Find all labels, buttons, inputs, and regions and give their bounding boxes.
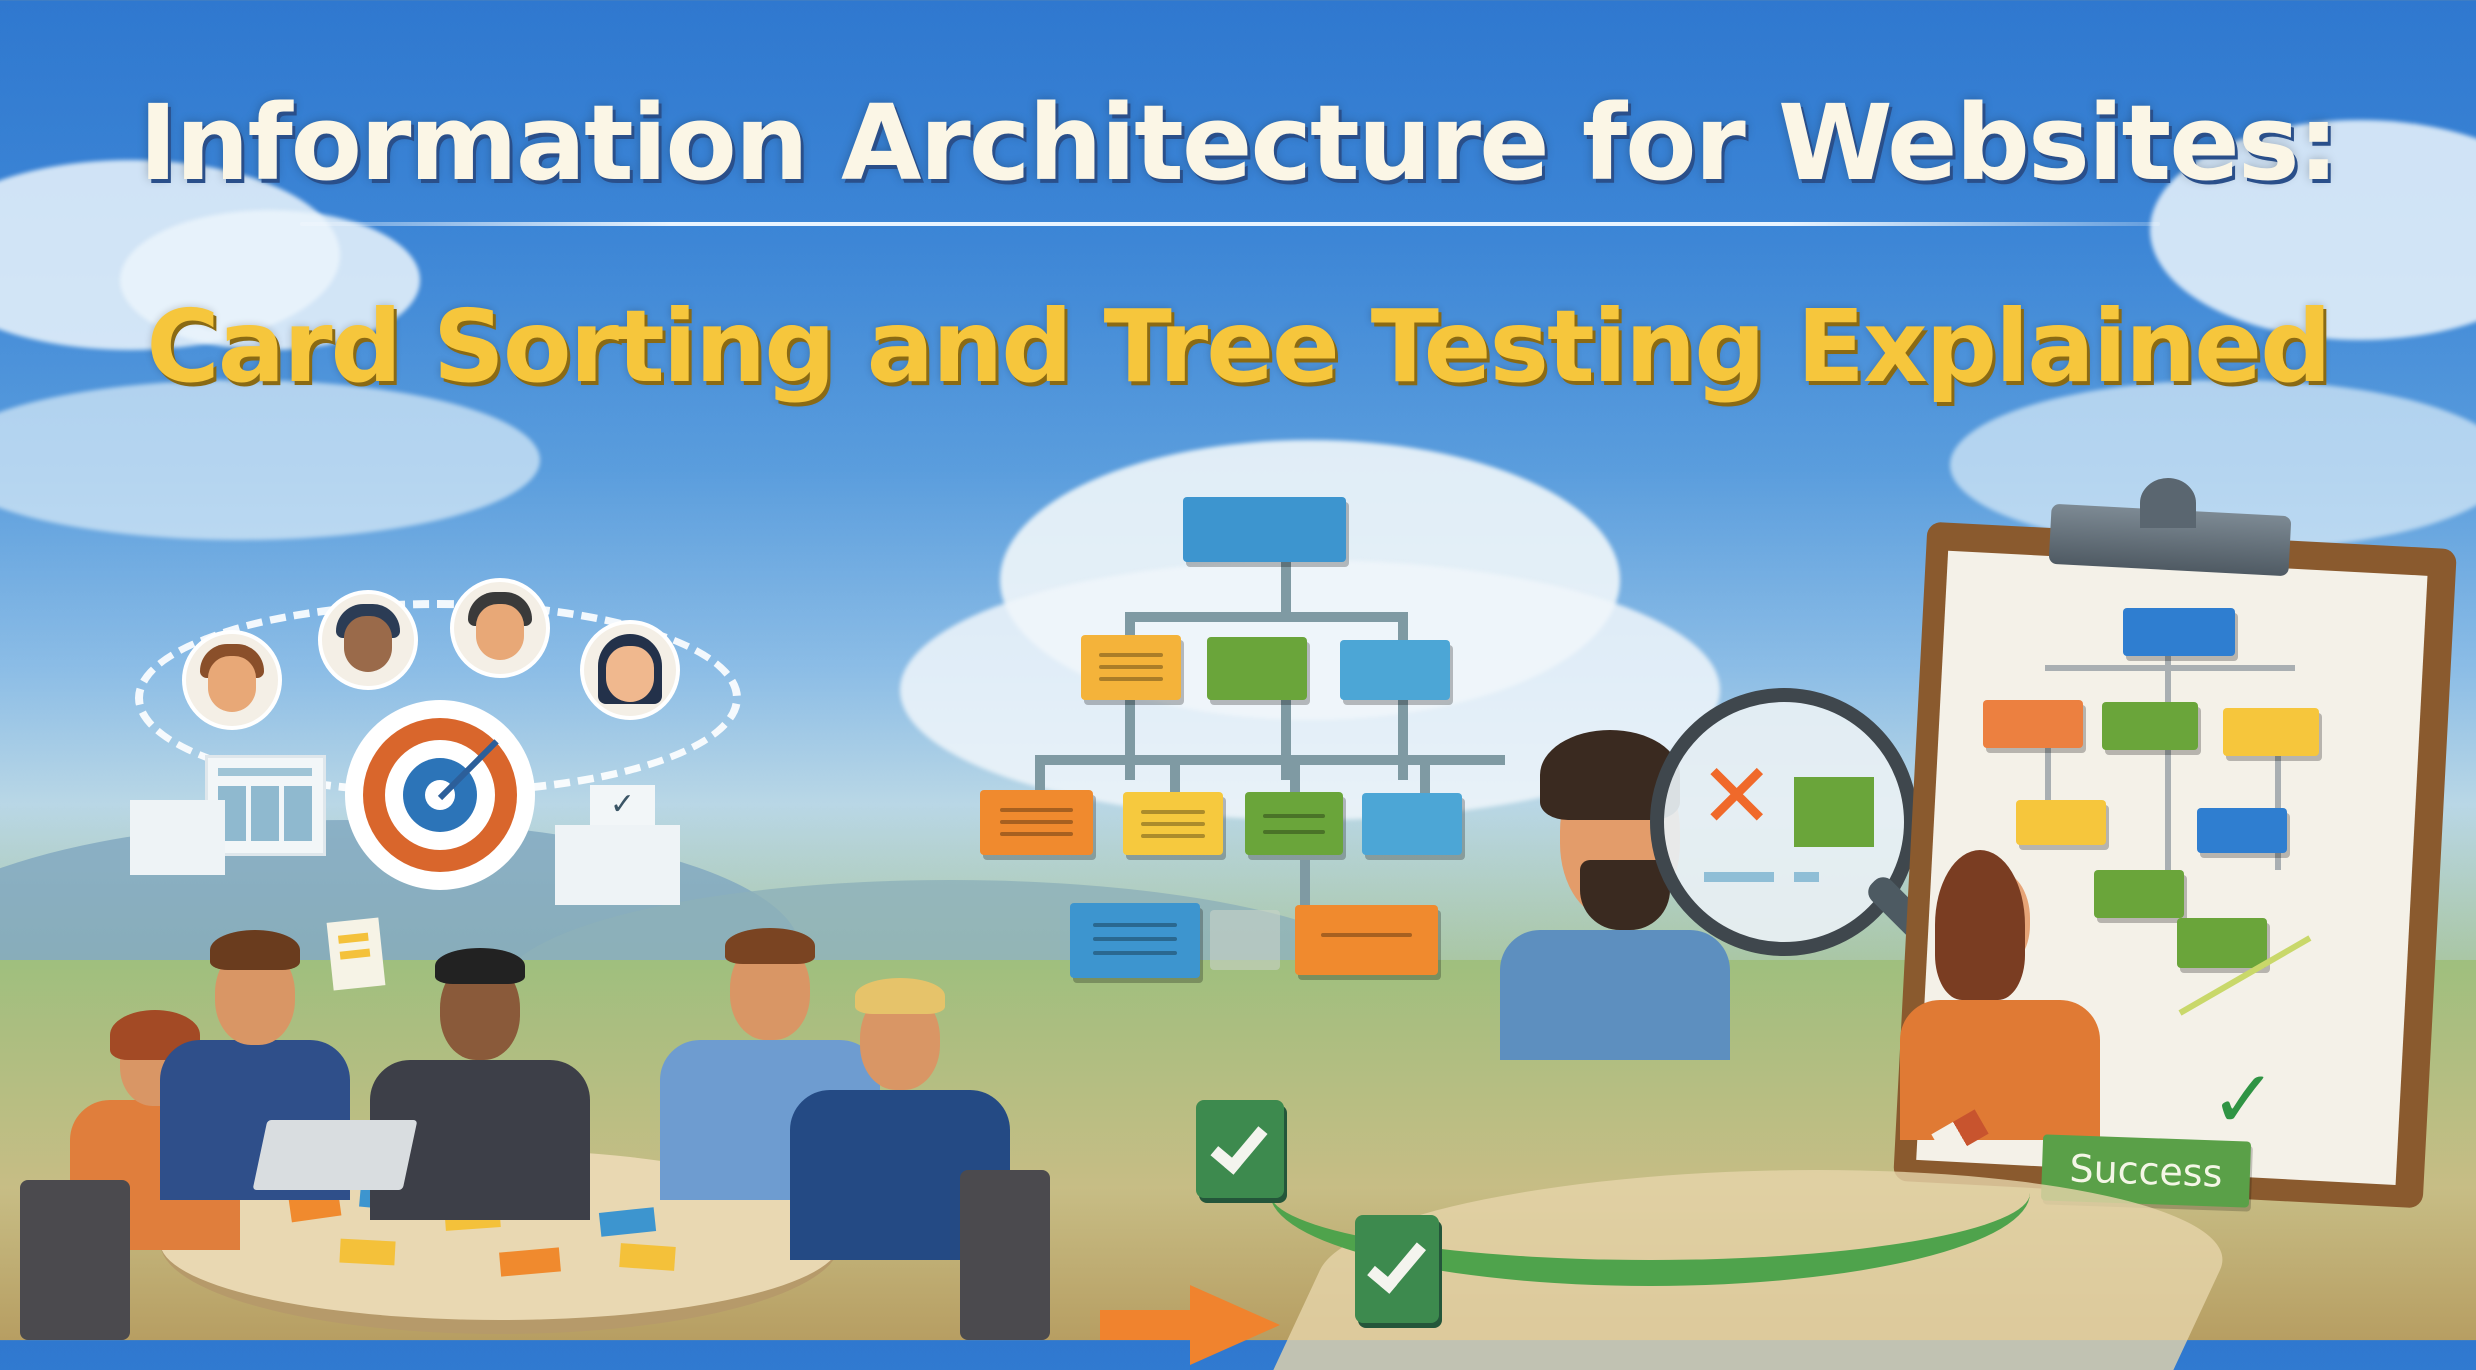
avatar-bearded-man-dark (318, 590, 418, 690)
clipboard-node (2177, 918, 2267, 968)
cloud (0, 380, 540, 540)
tree-connector (1398, 612, 1408, 657)
clipboard-connector (2045, 740, 2051, 820)
avatar-man (450, 578, 550, 678)
clipboard-node (2016, 800, 2106, 845)
person-woman-pointing (1890, 830, 2150, 1140)
title-underline (300, 222, 2160, 226)
avatar-bearded-man (182, 630, 282, 730)
tree-connector (1125, 700, 1135, 780)
sorting-card (619, 1243, 676, 1271)
check-icon (1355, 1215, 1439, 1323)
tree-node (1340, 640, 1450, 700)
clipboard-connector (2045, 665, 2295, 671)
clipboard-node-root (2123, 608, 2235, 656)
tree-node (1081, 635, 1181, 700)
tree-node-placeholder (1210, 910, 1280, 970)
clipboard-node (2197, 808, 2287, 853)
tree-connector (1035, 755, 1505, 765)
tree-connector (1170, 755, 1180, 815)
wireframe-card (130, 800, 225, 875)
page-title: Information Architecture for Websites: (138, 82, 2340, 204)
tree-connector (1290, 755, 1300, 815)
chair (20, 1180, 130, 1340)
orange-arrow-tail (1100, 1310, 1200, 1340)
tree-connector (1398, 700, 1408, 780)
tree-node (980, 790, 1093, 855)
cloud (120, 210, 420, 350)
laptop (252, 1120, 418, 1190)
x-mark-icon: ✕ (1699, 744, 1775, 849)
clipboard-node (2102, 702, 2198, 750)
wireframe-card (205, 755, 326, 856)
avatar-woman (580, 620, 680, 720)
clipboard-node (2094, 870, 2184, 918)
tree-node (1295, 905, 1438, 975)
checkbox-card: ✓ (590, 785, 655, 825)
tree-connector (1125, 612, 1135, 657)
tree-node-root (1183, 497, 1346, 562)
check-icon (1196, 1100, 1284, 1198)
magnifier-icon: ✕ (1650, 688, 1918, 956)
chair (960, 1170, 1050, 1340)
tree-node (1070, 903, 1200, 978)
tree-connector (1281, 562, 1291, 620)
target-icon (345, 700, 535, 890)
tree-node (1123, 792, 1223, 855)
success-check-icon: ✓ (2210, 1053, 2278, 1146)
tree-connector (1281, 700, 1291, 780)
person-man-suit (370, 920, 600, 1220)
clipboard-node (1983, 700, 2083, 748)
tree-connector (1125, 612, 1407, 622)
green-card (1794, 777, 1874, 847)
tree-connector (1035, 755, 1045, 815)
tree-connector (1420, 755, 1430, 815)
wireframe-card (555, 825, 680, 905)
clipboard-connector (2165, 655, 2171, 705)
clipboard-connector (2165, 740, 2171, 870)
page-subtitle: Card Sorting and Tree Testing Explained (146, 288, 2331, 405)
tree-node (1207, 637, 1307, 700)
cloud (2150, 120, 2476, 340)
tree-connector (1300, 860, 1310, 920)
orange-arrow (1190, 1285, 1280, 1365)
clipboard-node (2223, 708, 2319, 756)
tree-node (1245, 792, 1343, 855)
tree-node (1362, 793, 1462, 855)
sorting-card (339, 1238, 396, 1266)
clipboard-clip-ring (2140, 478, 2196, 528)
